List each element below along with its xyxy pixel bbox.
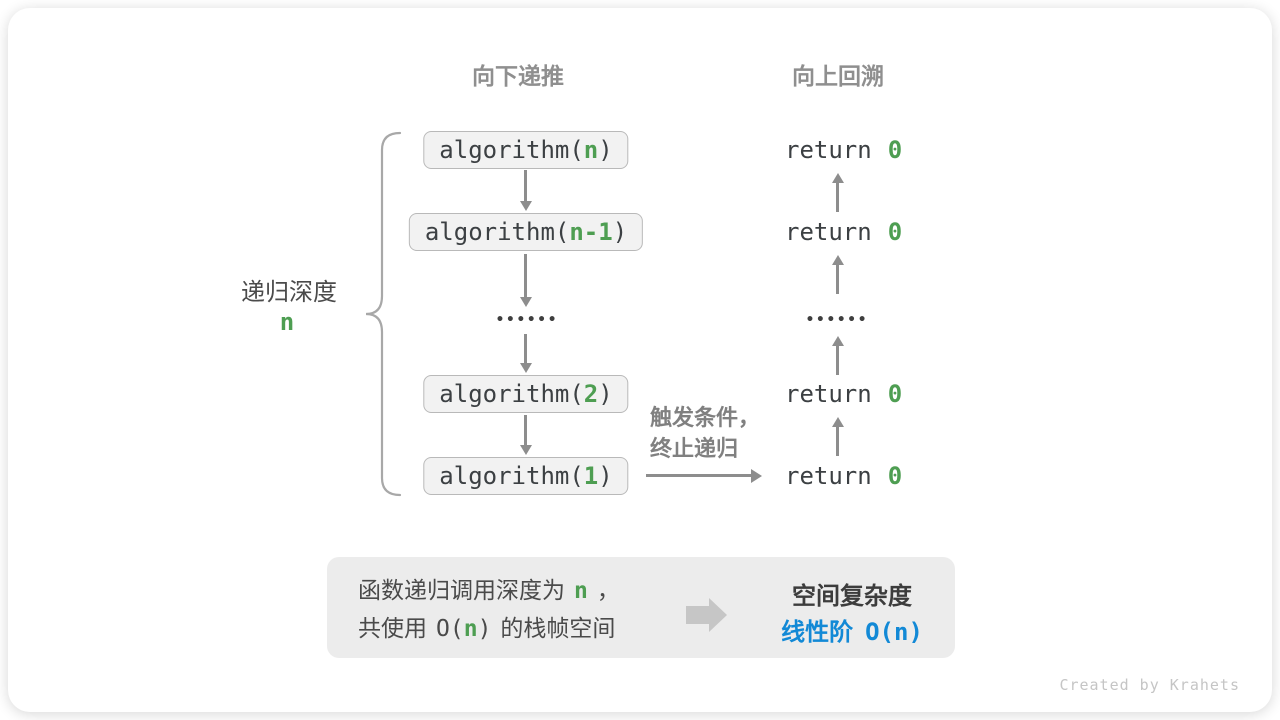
header-backtrack: 向上回溯 <box>792 63 884 89</box>
return-statement: return 0 <box>785 134 902 166</box>
return-keyword: return <box>785 136 872 164</box>
summary-panel <box>327 557 955 658</box>
up-arrow-icon <box>831 173 844 212</box>
return-statement: return 0 <box>785 216 902 248</box>
big-o-open: O( <box>436 616 464 642</box>
down-arrow-icon <box>519 334 532 373</box>
result-label: 线性阶 <box>781 619 854 646</box>
frame-paren: ) <box>612 218 628 246</box>
depth-value: n <box>279 308 295 336</box>
frame-arg: 2 <box>583 380 599 408</box>
return-statement: return 0 <box>785 378 902 410</box>
frame-fn: algorithm( <box>439 380 584 408</box>
frame-arg: n-1 <box>569 218 613 246</box>
call-frame-n-1: algorithm(n-1) <box>408 213 644 251</box>
summary-line2-text2: 的栈帧空间 <box>500 615 616 641</box>
result-var: n <box>894 618 909 646</box>
result-big-o-open: O( <box>865 618 894 646</box>
ellipsis-left: •••••• <box>495 312 559 328</box>
base-case-note-line2: 终止递归 <box>650 436 739 461</box>
base-case-note-line1: 触发条件， <box>650 405 761 430</box>
frame-arg: 1 <box>583 462 599 490</box>
return-keyword: return <box>785 218 872 246</box>
return-statement: return 0 <box>785 460 902 492</box>
summary-line2-text: 共使用 <box>358 615 427 641</box>
ellipsis-right: •••••• <box>805 312 869 328</box>
summary-line1-text: 函数递归调用深度为 <box>358 577 565 603</box>
result-value: 线性阶 O(n) <box>781 617 923 647</box>
call-frame-n: algorithm(n) <box>423 131 629 169</box>
frame-paren: ) <box>598 380 613 408</box>
frame-fn: algorithm( <box>424 218 570 246</box>
frame-fn: algorithm( <box>439 462 584 490</box>
return-value: 0 <box>887 218 903 246</box>
summary-line1: 函数递归调用深度为 n ， <box>358 575 620 605</box>
down-arrow-icon <box>519 415 532 455</box>
summary-line2-var: n <box>463 616 478 642</box>
return-value: 0 <box>887 136 903 164</box>
depth-label: 递归深度 <box>241 279 337 306</box>
summary-line2: 共使用 O(n) 的栈帧空间 <box>358 613 615 643</box>
block-arrow-icon <box>686 598 727 632</box>
return-value: 0 <box>887 462 903 490</box>
return-value: 0 <box>887 380 903 408</box>
result-title: 空间复杂度 <box>792 583 912 610</box>
call-frame-2: algorithm(2) <box>423 375 629 413</box>
header-recurse: 向下递推 <box>472 63 564 89</box>
up-arrow-icon <box>831 336 844 375</box>
frame-fn: algorithm( <box>439 136 584 164</box>
credit-text: Created by Krahets <box>1059 676 1240 694</box>
brace-icon <box>365 131 402 497</box>
return-keyword: return <box>785 380 872 408</box>
down-arrow-icon <box>519 170 532 211</box>
big-o-close: ) <box>477 616 492 642</box>
return-keyword: return <box>785 462 872 490</box>
frame-paren: ) <box>598 136 613 164</box>
summary-line1-var: n <box>574 578 588 604</box>
frame-arg: n <box>583 136 599 164</box>
up-arrow-icon <box>831 417 844 456</box>
down-arrow-icon <box>519 254 532 307</box>
up-arrow-icon <box>831 255 844 294</box>
result-big-o-close: ) <box>908 618 923 646</box>
call-frame-1: algorithm(1) <box>423 457 629 495</box>
summary-line1-comma: ， <box>596 577 620 603</box>
frame-paren: ) <box>598 462 613 490</box>
right-arrow-icon <box>646 468 762 483</box>
